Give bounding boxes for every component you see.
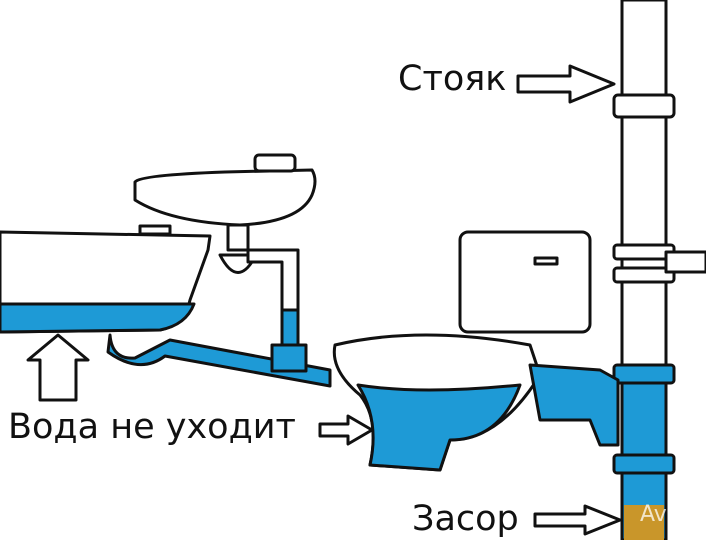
riser-arrow: [516, 64, 616, 104]
watermark: Avito: [640, 502, 695, 527]
toilet: [332, 230, 620, 472]
riser-pipe: [612, 0, 706, 540]
clog-blockage: [624, 505, 664, 540]
clog-label: Засор: [412, 499, 519, 539]
toilet-arrow: [318, 414, 374, 446]
riser-label: Стояк: [398, 59, 507, 99]
water-not-draining-label: Вода не уходит: [8, 407, 296, 447]
sink: [133, 153, 317, 362]
bathtub: [0, 224, 212, 334]
drain-pipe: [106, 333, 332, 388]
clog-arrow: [533, 504, 622, 536]
water-up-arrow: [26, 333, 90, 402]
